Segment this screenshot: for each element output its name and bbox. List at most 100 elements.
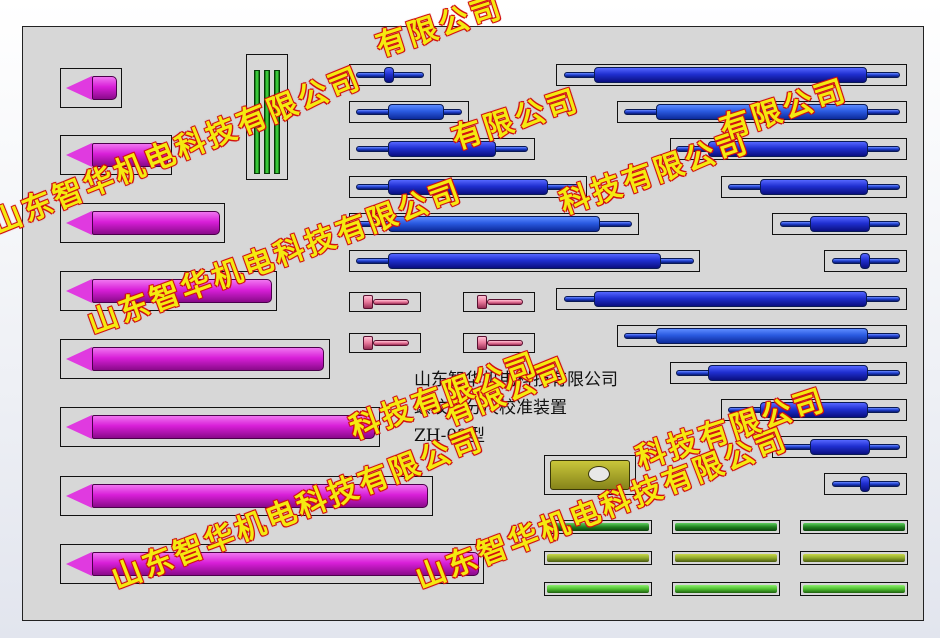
blue-rod-slot — [617, 325, 907, 347]
label-device: 螺纹千分尺校准装置 — [414, 398, 567, 418]
blue-rod-slot — [349, 213, 639, 235]
magenta-rod-tip — [66, 211, 92, 235]
blue-rod-body — [760, 402, 868, 418]
blue-rod-body — [388, 216, 600, 232]
bar-rod — [803, 554, 905, 562]
pink-pin-slot — [463, 333, 535, 353]
magenta-rod-tip — [66, 279, 92, 303]
blue-rod-slot — [349, 176, 587, 198]
blue-rod-body — [810, 439, 870, 455]
blue-rod-slot — [721, 399, 907, 421]
bar-slot — [672, 520, 780, 534]
magenta-rod — [92, 211, 220, 235]
pink-pin-head — [477, 295, 487, 309]
blue-rod-slot — [556, 288, 907, 310]
magenta-rod-tip — [66, 484, 92, 508]
bar-slot — [800, 551, 908, 565]
blue-rod-slot — [772, 213, 907, 235]
bar-rod — [547, 554, 649, 562]
pink-pin-slot — [463, 292, 535, 312]
magenta-rod-slot — [60, 476, 433, 516]
magenta-rod — [92, 552, 479, 576]
blue-rod-slot — [721, 176, 907, 198]
magenta-rod-slot — [60, 135, 172, 175]
green-rod-2 — [264, 70, 270, 174]
label-model: ZH-02型 — [414, 426, 486, 446]
pink-pin-head — [477, 336, 487, 350]
pink-pin-shaft — [373, 340, 409, 346]
blue-rod-slot — [617, 101, 907, 123]
magenta-rod — [92, 415, 375, 439]
blue-rod-body — [760, 179, 868, 195]
gauge-block-slot — [544, 455, 636, 495]
magenta-rod-tip — [66, 347, 92, 371]
blue-rod-slot — [772, 436, 907, 458]
green-rod-1 — [254, 70, 260, 174]
magenta-rod — [92, 279, 272, 303]
tray-panel — [22, 26, 924, 621]
blue-rod-body — [708, 365, 868, 381]
magenta-rod-slot — [60, 407, 380, 447]
blue-rod-body — [594, 291, 867, 307]
bar-slot — [544, 582, 652, 596]
label-company: 山东智华机电科技有限公司 — [414, 370, 618, 390]
blue-rod-slot — [349, 101, 469, 123]
blue-rod-slot — [349, 64, 431, 86]
bar-slot — [544, 520, 652, 534]
bar-slot — [544, 551, 652, 565]
bar-rod — [803, 523, 905, 531]
magenta-rod — [92, 76, 117, 100]
magenta-rod-tip — [66, 415, 92, 439]
blue-rod-body — [388, 179, 548, 195]
pink-pin-slot — [349, 292, 421, 312]
blue-rod-body — [384, 67, 394, 83]
pink-pin-head — [363, 295, 373, 309]
blue-rod-body — [860, 476, 870, 492]
magenta-rod-slot — [60, 203, 225, 243]
blue-rod-slot — [670, 138, 907, 160]
pink-pin-slot — [349, 333, 421, 353]
pink-pin-shaft — [373, 299, 409, 305]
bar-slot — [800, 520, 908, 534]
blue-rod-body — [388, 141, 496, 157]
magenta-rod-tip — [66, 143, 92, 167]
magenta-rod — [92, 484, 428, 508]
blue-rod-slot — [349, 138, 535, 160]
blue-rod-body — [656, 328, 868, 344]
magenta-rod-slot — [60, 68, 122, 108]
blue-rod-slot — [349, 250, 700, 272]
magenta-rod-slot — [60, 271, 277, 311]
bar-slot — [800, 582, 908, 596]
blue-rod-slot — [824, 473, 907, 495]
magenta-rod — [92, 143, 168, 167]
gauge-block-hole — [588, 466, 610, 482]
bar-rod — [547, 585, 649, 593]
blue-rod-body — [388, 253, 661, 269]
blue-rod-body — [810, 216, 870, 232]
blue-rod-slot — [824, 250, 907, 272]
magenta-rod-slot — [60, 339, 330, 379]
bar-rod — [547, 523, 649, 531]
magenta-rod-tip — [66, 76, 92, 100]
bar-rod — [675, 523, 777, 531]
bar-rod — [675, 585, 777, 593]
magenta-rod-slot — [60, 544, 484, 584]
green-rod-3 — [274, 70, 280, 174]
magenta-rod-tip — [66, 552, 92, 576]
blue-rod-body — [860, 253, 870, 269]
bar-slot — [672, 551, 780, 565]
pink-pin-shaft — [487, 299, 523, 305]
bar-slot — [672, 582, 780, 596]
blue-rod-body — [388, 104, 444, 120]
magenta-rod — [92, 347, 324, 371]
bar-rod — [803, 585, 905, 593]
blue-rod-slot — [556, 64, 907, 86]
blue-rod-body — [594, 67, 867, 83]
blue-rod-body — [708, 141, 868, 157]
pink-pin-shaft — [487, 340, 523, 346]
pink-pin-head — [363, 336, 373, 350]
blue-rod-body — [656, 104, 868, 120]
blue-rod-slot — [670, 362, 907, 384]
bar-rod — [675, 554, 777, 562]
